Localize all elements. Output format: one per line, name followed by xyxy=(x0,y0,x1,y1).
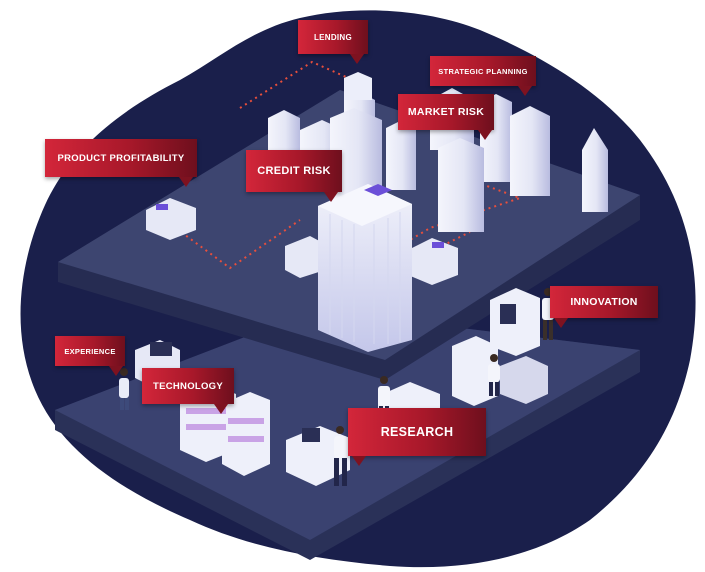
label-market-risk: MARKET RISK xyxy=(398,94,494,140)
label-strategic-planning-text: STRATEGIC PLANNING xyxy=(438,66,528,76)
label-innovation: INNOVATION xyxy=(550,286,658,328)
label-technology: TECHNOLOGY xyxy=(142,368,234,414)
label-market-risk-text: MARKET RISK xyxy=(407,106,485,118)
label-credit-risk: CREDIT RISK xyxy=(246,150,342,202)
label-research-text: RESEARCH xyxy=(380,425,454,439)
label-research: RESEARCH xyxy=(348,408,486,466)
person-research xyxy=(334,426,348,486)
label-innovation-text: INNOVATION xyxy=(570,296,638,308)
connector-lines xyxy=(161,60,524,270)
label-credit-risk-text: CREDIT RISK xyxy=(257,165,331,177)
label-lending: LENDING xyxy=(298,20,368,64)
person-desk xyxy=(488,354,500,396)
label-technology-text: TECHNOLOGY xyxy=(152,380,224,392)
label-lending-text: LENDING xyxy=(313,32,353,42)
label-experience-text: EXPERIENCE xyxy=(64,346,116,356)
label-product-profitability: PRODUCT PROFITABILITY xyxy=(45,139,197,187)
label-strategic-planning: STRATEGIC PLANNING xyxy=(430,56,536,96)
people xyxy=(119,288,554,486)
label-experience: EXPERIENCE xyxy=(55,336,125,376)
label-product-profitability-text: PRODUCT PROFITABILITY xyxy=(57,152,185,164)
credit-risk-tower xyxy=(318,184,412,352)
